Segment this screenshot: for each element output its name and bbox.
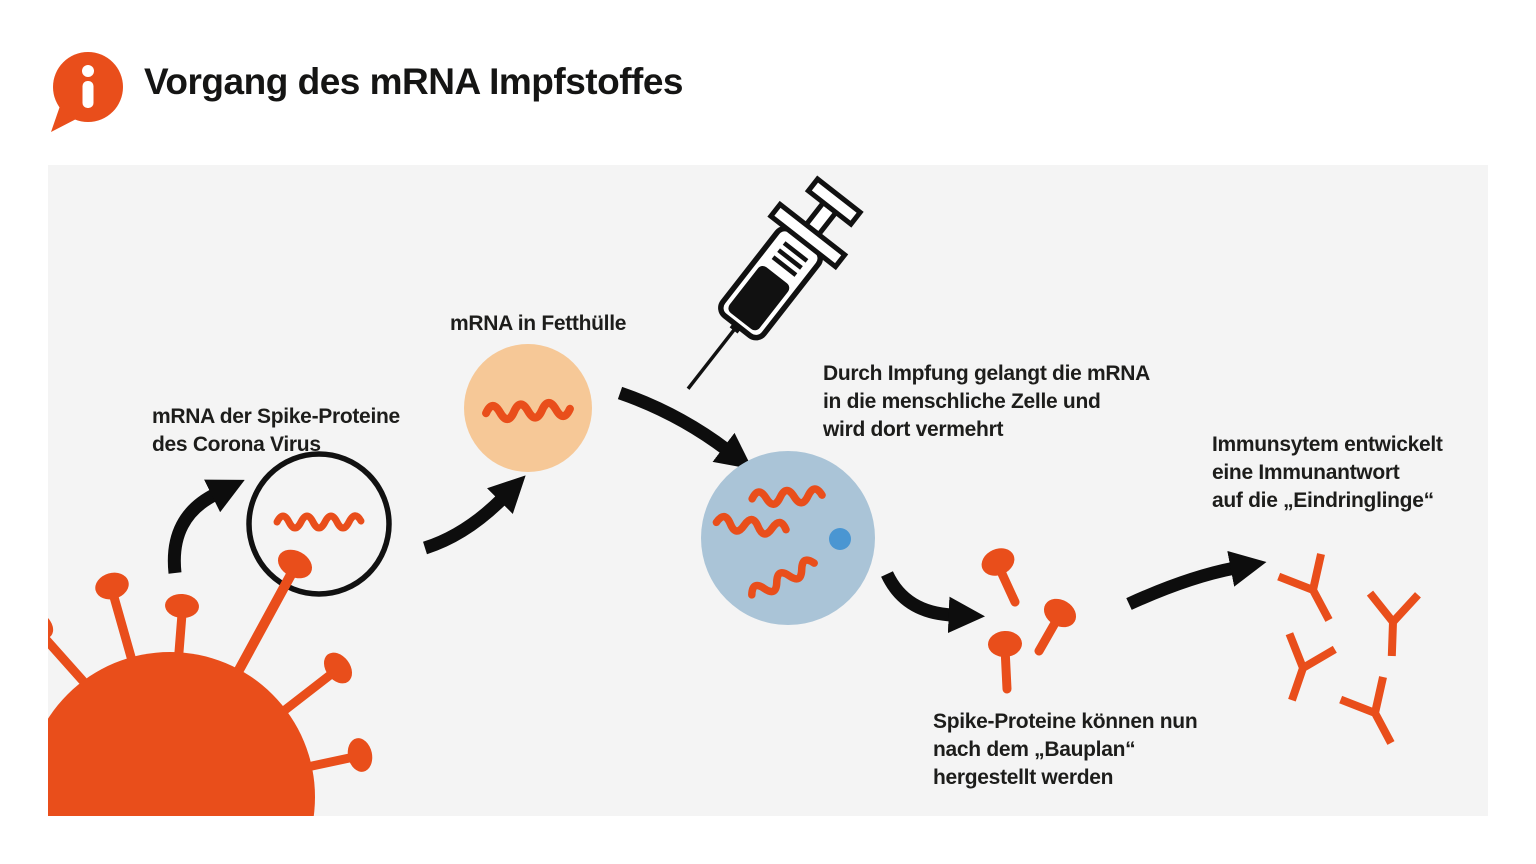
syringe-icon — [686, 175, 864, 390]
flow-arrow-2 — [422, 475, 526, 555]
label-virus-mrna: mRNA der Spike-Proteine des Corona Virus — [152, 405, 400, 456]
spike-protein-icon — [95, 572, 129, 600]
diagram-panel: mRNA der Spike-Proteine des Corona Virus… — [48, 165, 1488, 816]
diagram-scene — [48, 175, 1421, 816]
spike-protein-icon — [981, 548, 1015, 576]
spike-protein-icon — [165, 593, 199, 619]
virus-icon — [48, 549, 373, 816]
header: Vorgang des mRNA Impfstoffes — [0, 0, 1536, 150]
page-title: Vorgang des mRNA Impfstoffes — [144, 61, 684, 102]
label-immune-response: Immunsytem entwickelt eine Immunantwort … — [1212, 433, 1443, 512]
cell-icon — [701, 451, 875, 625]
label-lipid-envelope: mRNA in Fetthülle — [450, 312, 627, 335]
spike-protein-icon — [347, 738, 373, 772]
mrna-squiggle-icon — [273, 512, 365, 532]
magnifier-circle-icon — [246, 451, 392, 597]
label-spike-production: Spike-Proteine können nun nach dem „Baup… — [933, 710, 1198, 789]
flow-arrow-1 — [167, 479, 245, 574]
spike-proteins-group — [981, 548, 1077, 694]
antibody-icon — [1339, 676, 1395, 745]
antibody-icon — [1366, 590, 1421, 657]
flow-arrow-4 — [881, 571, 986, 634]
antibodies-group — [1277, 553, 1421, 745]
nucleus-icon — [829, 528, 851, 550]
virus-body — [48, 652, 315, 816]
lipid-circle-icon — [464, 344, 592, 472]
label-vaccination: Durch Impfung gelangt die mRNA in die me… — [823, 362, 1151, 441]
spike-protein-icon — [988, 630, 1022, 658]
info-icon — [51, 52, 123, 132]
mrna-squiggle-icon — [712, 512, 790, 538]
antibody-icon — [1277, 553, 1333, 622]
mrna-squiggle-icon — [748, 485, 826, 508]
spike-protein-icon — [1043, 598, 1077, 628]
mrna-squiggle-icon — [748, 556, 818, 599]
flow-arrow-3 — [617, 386, 753, 470]
spike-protein-icon — [323, 652, 353, 684]
mrna-squiggle-icon — [482, 398, 574, 424]
spike-protein-icon — [277, 549, 313, 579]
antibody-icon — [1285, 632, 1337, 702]
flow-arrow-5 — [1126, 550, 1267, 610]
flow-arrows — [167, 386, 1267, 634]
